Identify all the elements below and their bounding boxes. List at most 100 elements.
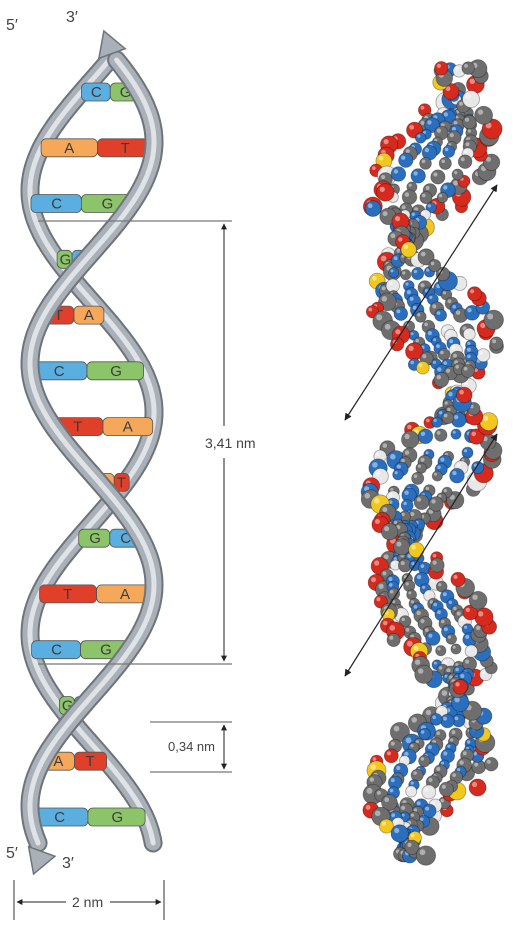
atom-highlight (376, 597, 380, 601)
atom-highlight (381, 175, 385, 179)
atom-highlight (420, 121, 424, 125)
atom-highlight (382, 296, 387, 301)
atom-highlight (454, 171, 457, 174)
atom-highlight (368, 308, 372, 312)
atom-highlight (376, 452, 380, 456)
atom (435, 429, 447, 441)
atom-highlight (426, 592, 429, 595)
base-letter: T (117, 474, 126, 491)
atom-highlight (421, 252, 426, 257)
atom-highlight (416, 611, 420, 615)
atom (431, 170, 445, 184)
atom (387, 633, 400, 646)
atom (441, 714, 455, 728)
atom-highlight (465, 660, 469, 664)
atom-highlight (420, 619, 424, 623)
atom-highlight (457, 611, 461, 615)
atom-highlight (452, 471, 456, 475)
atom-highlight (403, 502, 407, 506)
atom-highlight (464, 150, 467, 153)
atom (437, 192, 448, 203)
atom-highlight (421, 106, 425, 110)
base-letter: G (100, 642, 112, 659)
atom-highlight (455, 717, 459, 721)
atom (394, 307, 408, 321)
atom-highlight (406, 582, 409, 585)
atom (415, 665, 433, 683)
atom-highlight (470, 289, 474, 293)
atom-highlight (465, 94, 470, 99)
atom (462, 447, 473, 458)
atom-highlight (464, 64, 468, 68)
atom (439, 157, 451, 169)
atom-highlight (395, 329, 400, 334)
atom-highlight (439, 194, 442, 197)
atom-highlight (427, 120, 431, 124)
atom-highlight (447, 408, 451, 412)
atom-highlight (414, 605, 418, 609)
atom-highlight (431, 499, 435, 503)
atom-highlight (415, 660, 420, 665)
atom-highlight (442, 690, 448, 696)
atom-highlight (422, 194, 426, 198)
atom-highlight (404, 491, 408, 495)
atom (450, 468, 465, 483)
atom-highlight (389, 577, 393, 581)
atom-highlight (373, 757, 377, 761)
atom-highlight (443, 291, 446, 294)
atom-highlight (437, 375, 441, 379)
atom-highlight (433, 338, 436, 341)
atom-highlight (401, 561, 405, 565)
atom-highlight (382, 822, 386, 826)
atom-highlight (425, 807, 429, 811)
atom (391, 167, 406, 182)
atom-highlight (436, 731, 440, 735)
atom-highlight (437, 431, 441, 435)
atom-highlight (395, 471, 398, 474)
atom-highlight (446, 668, 450, 672)
atom-highlight (407, 290, 411, 294)
atom-highlight (432, 304, 436, 308)
atom-highlight (453, 646, 456, 649)
atom (377, 184, 395, 202)
atom-highlight (443, 185, 447, 189)
atom-highlight (443, 717, 447, 721)
atom (436, 646, 446, 656)
atom (415, 311, 426, 322)
atom-highlight (376, 314, 382, 320)
atom (443, 146, 455, 158)
atom-highlight (413, 771, 417, 775)
atom (419, 755, 431, 767)
atom-highlight (437, 367, 441, 371)
atom-highlight (409, 346, 414, 351)
atom-highlight (384, 797, 389, 802)
end-label-5prime-top: 5′ (6, 17, 18, 34)
atom-highlight (465, 118, 469, 122)
atom (465, 645, 477, 657)
atom (451, 572, 465, 586)
atom-highlight (476, 626, 480, 630)
atom-highlight (420, 458, 424, 462)
atom-highlight (408, 591, 411, 594)
atom-highlight (468, 129, 471, 132)
atom-highlight (426, 710, 431, 715)
base-letter: A (123, 419, 133, 436)
atom-highlight (432, 716, 436, 720)
atom-highlight (455, 365, 459, 369)
width-label: 2 nm (72, 894, 103, 910)
atom (419, 728, 430, 739)
atom (429, 497, 444, 512)
atom-highlight (412, 213, 415, 216)
atom-highlight (439, 411, 442, 414)
atom-highlight (366, 805, 371, 810)
atom (409, 542, 424, 557)
atom-highlight (391, 778, 395, 782)
atom-highlight (445, 148, 449, 152)
atom-highlight (445, 401, 448, 404)
atom-highlight (487, 314, 493, 320)
atom-highlight (448, 299, 452, 303)
atom-highlight (421, 432, 425, 436)
atom-highlight (436, 767, 440, 771)
base-letter: C (51, 642, 62, 659)
atom-highlight (384, 526, 389, 531)
